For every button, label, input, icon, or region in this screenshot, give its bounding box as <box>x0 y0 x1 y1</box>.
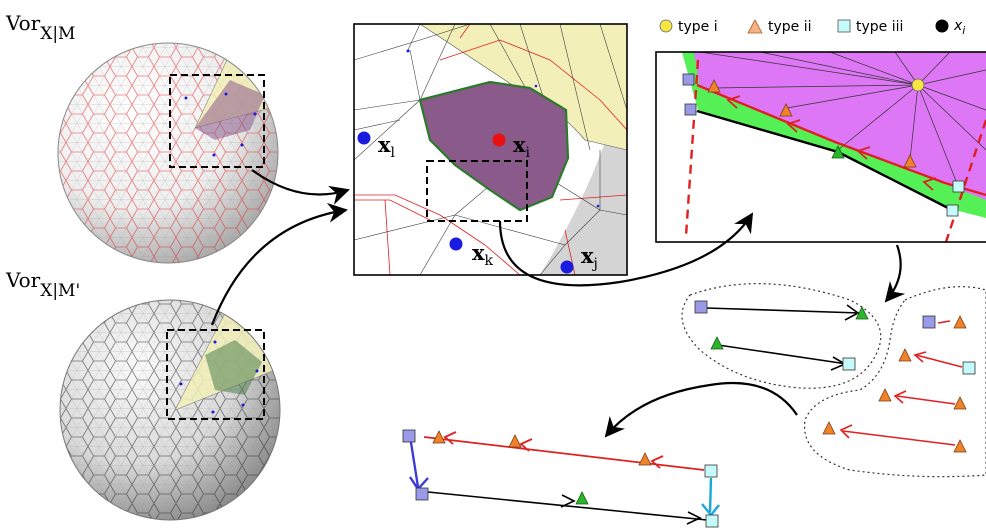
sphere-voronoi-m <box>57 42 279 264</box>
cluster-right <box>803 286 986 478</box>
zoom-panel: xl xi xk xj <box>353 23 628 276</box>
label-x-i: xi <box>513 132 531 161</box>
arrow-right-icon <box>884 244 906 303</box>
arrow-right-icon <box>210 202 348 326</box>
site-x-l <box>357 131 371 145</box>
legend: type i type ii type iii xi <box>659 18 965 37</box>
cluster-left <box>681 283 882 389</box>
chained-boundary <box>402 429 720 528</box>
x-i-marker-icon <box>935 19 949 33</box>
arrow-right-icon <box>251 169 350 205</box>
detail-panel <box>655 51 986 243</box>
legend-type-ii: type ii <box>768 19 812 35</box>
zoom-box-mprime <box>166 329 265 420</box>
label-vor-m: VorX|M <box>5 11 75 44</box>
type-iii-marker-icon <box>837 19 851 33</box>
site-x-i <box>492 133 506 147</box>
label-x-k: xk <box>472 240 494 269</box>
connecting-arrows <box>210 169 906 438</box>
arrow-right-icon <box>498 212 754 287</box>
type-ii-marker-icon <box>747 19 763 34</box>
arrow-right-icon <box>604 381 798 438</box>
site-x-j <box>560 260 574 274</box>
dotted-cluster <box>803 286 986 478</box>
label-x-l: xl <box>378 132 396 161</box>
legend-x-i: xi <box>953 18 965 37</box>
sphere-voronoi-mprime <box>59 299 281 521</box>
site-x-k <box>449 237 463 251</box>
zoom-box-m <box>169 74 265 168</box>
dotted-cluster <box>681 283 882 389</box>
label-x-j: xj <box>581 243 598 272</box>
legend-type-iii: type iii <box>856 19 903 35</box>
label-vor-mprime: VorX|M' <box>5 268 80 301</box>
legend-type-i: type i <box>678 19 718 35</box>
zoom-box-inner <box>426 160 528 222</box>
type-i-marker-icon <box>659 19 673 33</box>
